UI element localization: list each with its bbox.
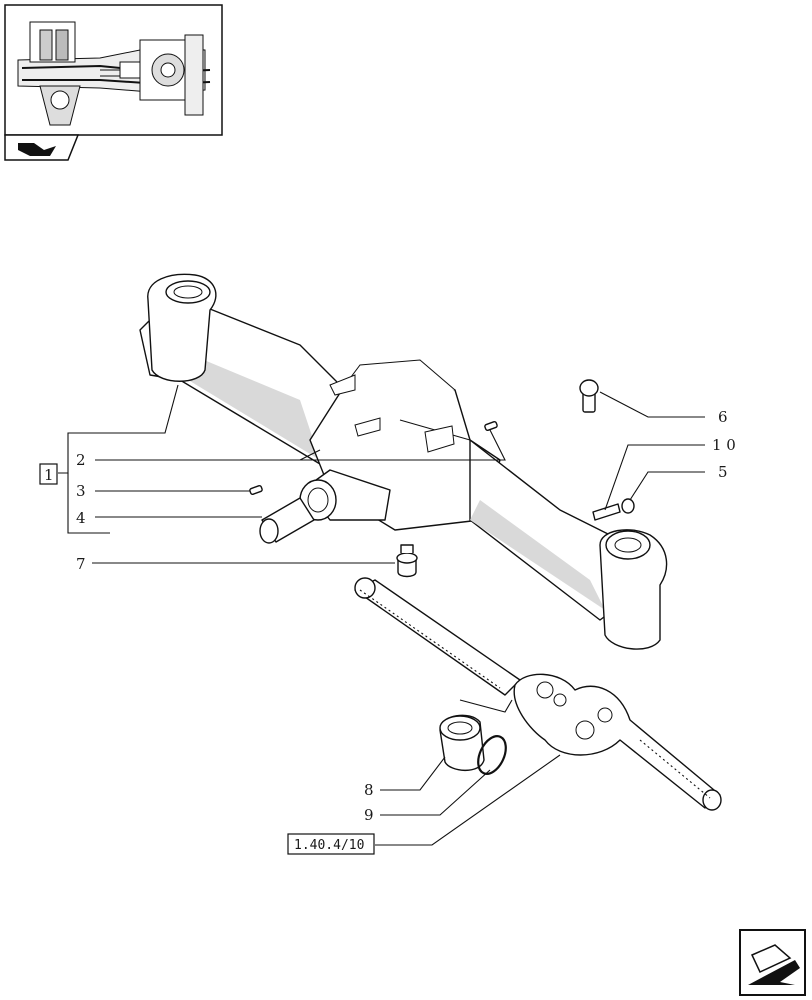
callout-5[interactable]: 5 [718, 463, 728, 481]
reference-label: 1.40.4/10 [294, 838, 364, 853]
callout-10[interactable]: 1 0 [712, 436, 736, 454]
nut-part-5 [621, 498, 635, 514]
callout-6[interactable]: 6 [718, 408, 728, 426]
callout-2[interactable]: 2 [76, 451, 86, 469]
plug-part-7 [396, 544, 418, 578]
callout-7[interactable]: 7 [76, 555, 86, 573]
leader-lines [58, 384, 705, 846]
callout-4[interactable]: 4 [76, 509, 86, 527]
pin-part-2 [484, 420, 498, 432]
callout-3[interactable]: 3 [76, 482, 86, 500]
callout-9[interactable]: 9 [364, 806, 374, 824]
group-callout-box[interactable]: 1 [39, 463, 58, 485]
seal-ring-part-8 [439, 714, 485, 772]
pin-part-3 [249, 484, 263, 496]
bolt-part-6 [579, 379, 599, 413]
callout-8[interactable]: 8 [364, 781, 374, 799]
next-page-arrow-icon[interactable] [739, 929, 806, 996]
axle-assembly-thumbnail-icon [17, 21, 211, 126]
axle-housing [139, 273, 668, 650]
stud-part-10 [592, 503, 621, 521]
callout-1: 1 [44, 466, 54, 484]
navigate-hand-icon[interactable] [4, 134, 80, 161]
o-ring-part-9 [477, 735, 507, 775]
thumbnail-panel[interactable] [4, 4, 223, 136]
reference-box[interactable]: 1.40.4/10 [287, 833, 375, 855]
drive-shaft [354, 577, 722, 811]
